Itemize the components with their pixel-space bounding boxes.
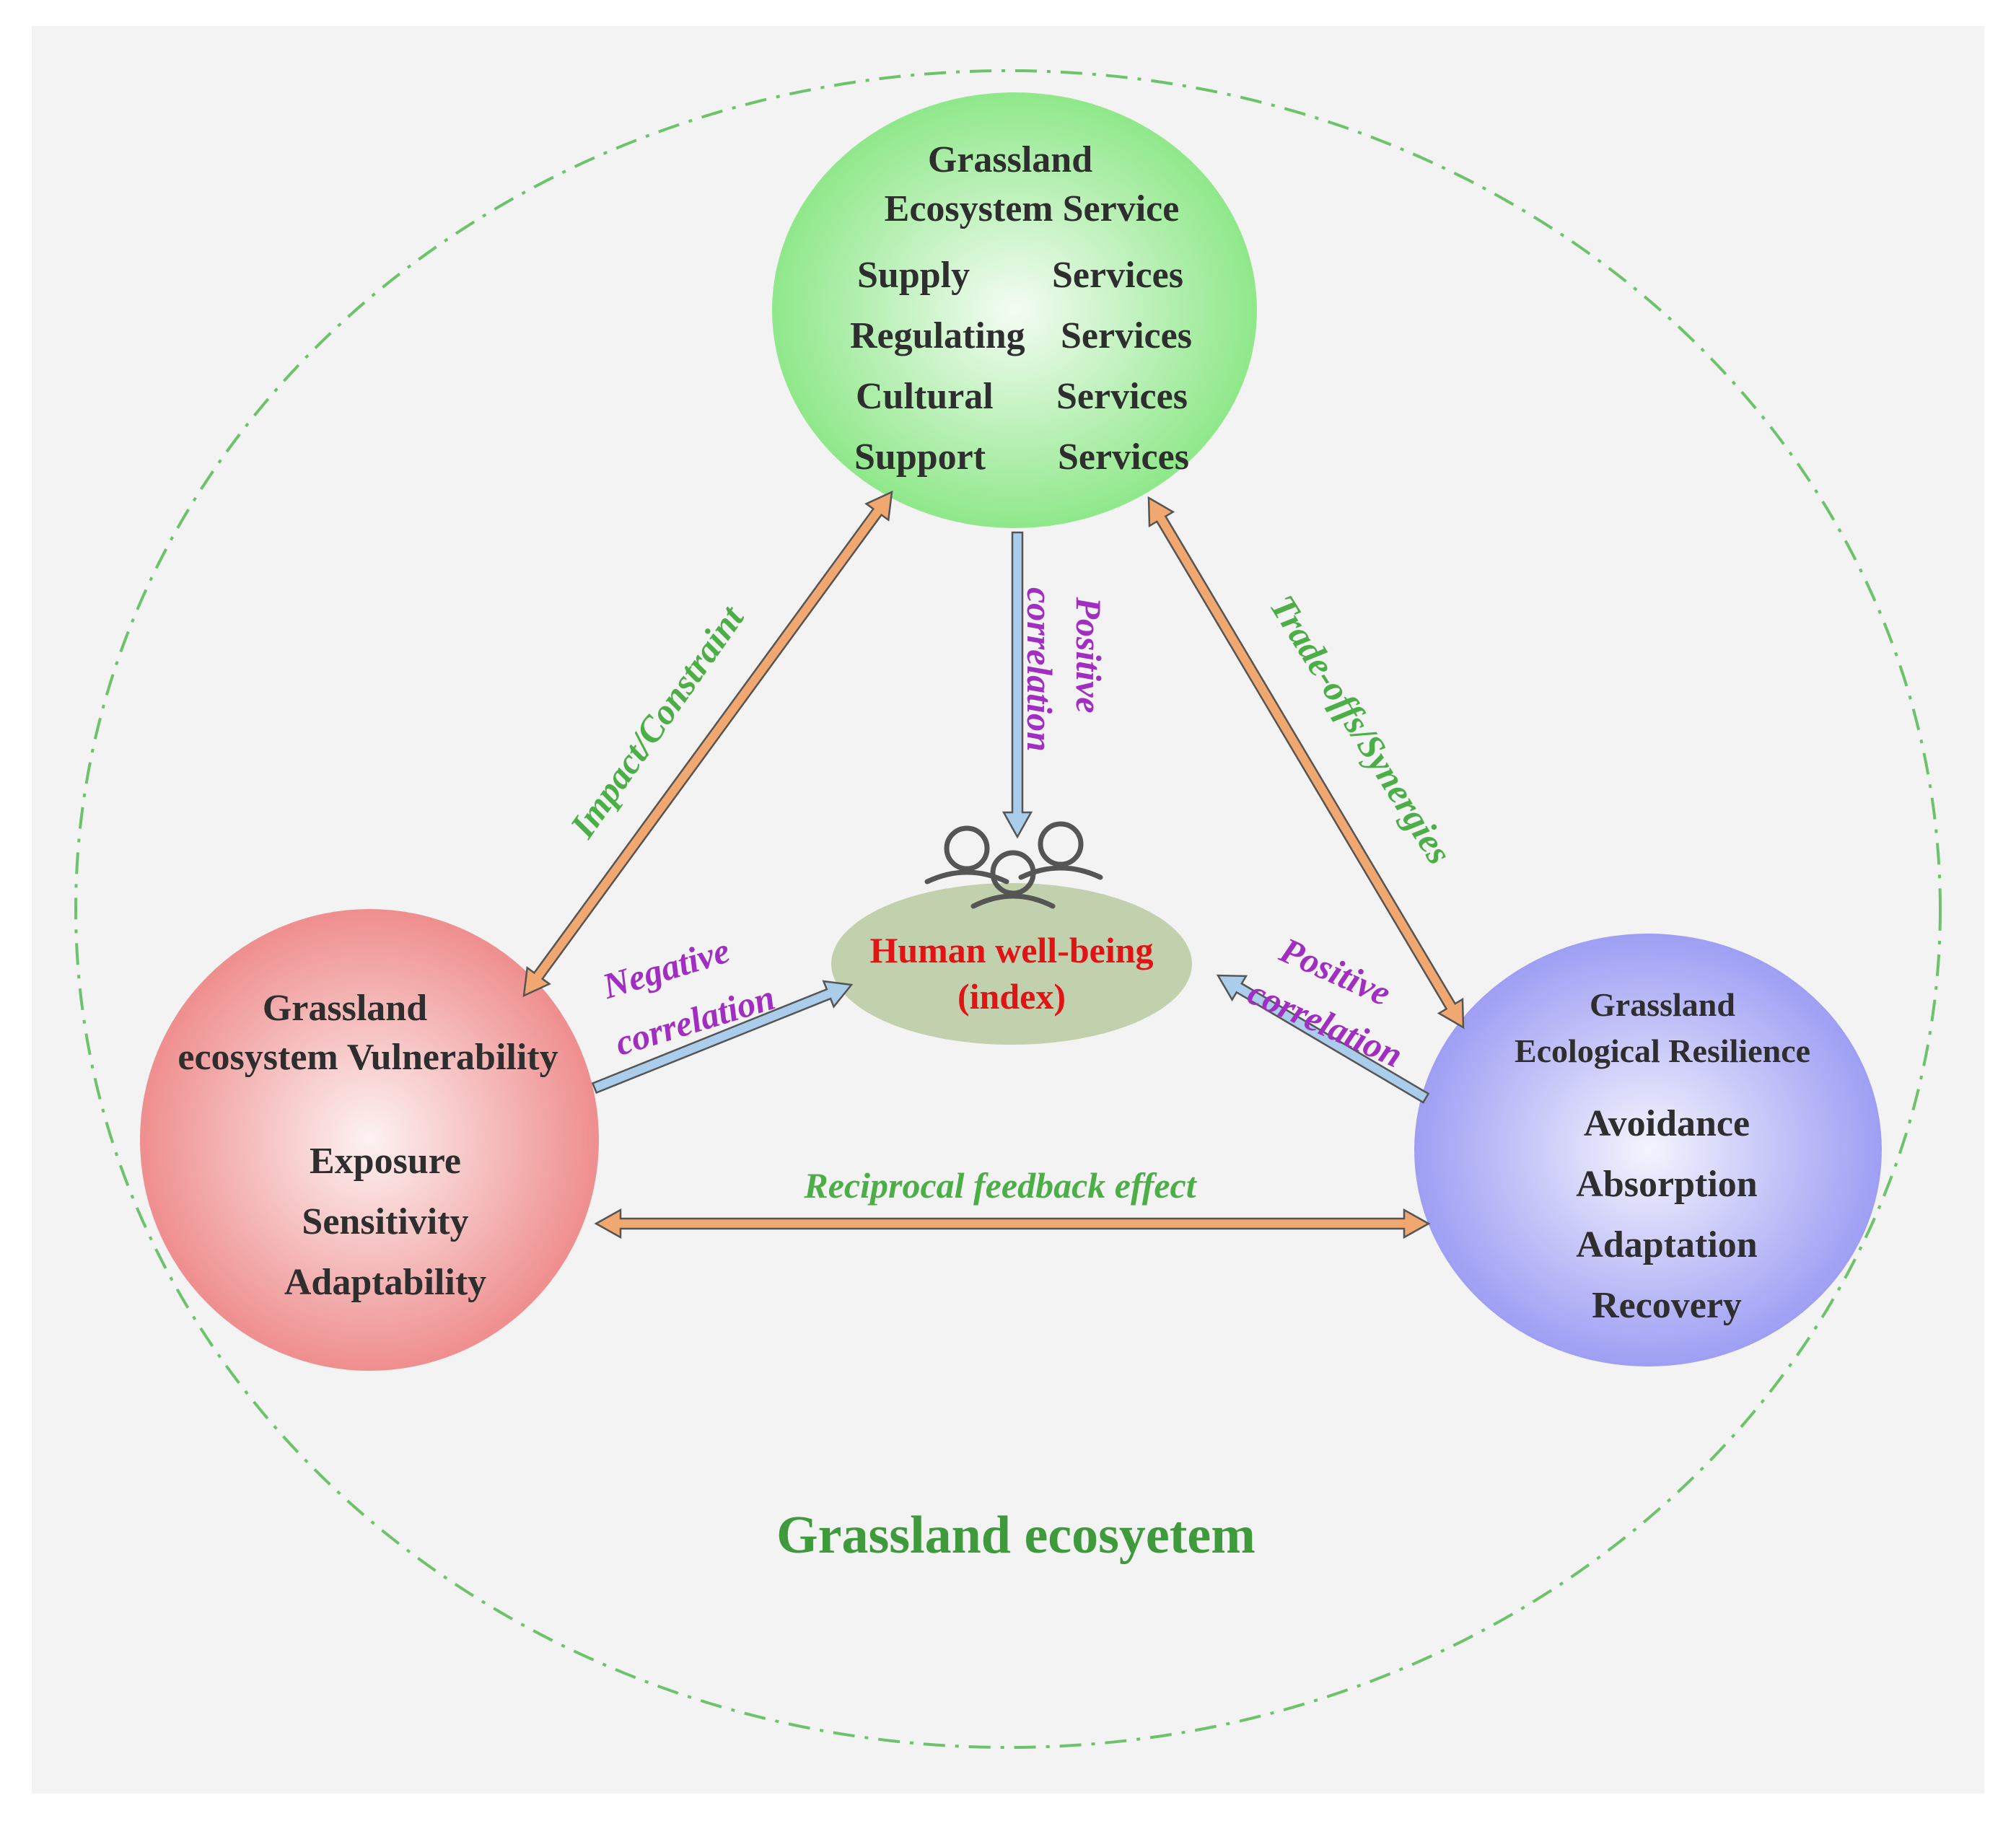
service-item-regulating-left: Regulating [850,315,1025,356]
human-wellbeing-index: (index) [957,976,1066,1017]
ecosystem-service-circle [772,92,1257,528]
service-human-positive-line1: Positive [1069,596,1109,713]
resilience-item-avoidance: Avoidance [1584,1103,1750,1144]
vulnerability-title-line2: ecosystem Vulnerability [178,1037,558,1078]
vulnerability-node-text: Grassland ecosystem Vulnerability Exposu… [178,988,558,1303]
resilience-item-recovery: Recovery [1592,1285,1742,1326]
resilience-to-human-arrow [1216,974,1430,1104]
vulnerability-circle [140,909,599,1371]
people-group-icon [924,821,1103,909]
ecosystem-boundary [74,69,1942,1749]
resilience-circle [1414,934,1882,1366]
service-title-line2: Ecosystem Service [885,188,1180,229]
reciprocal-feedback-label: Reciprocal feedback effect [803,1165,1197,1206]
service-title-line1: Grassland [928,139,1092,180]
service-item-cultural-right: Services [1056,376,1188,417]
service-item-support-left: Support [854,436,986,478]
service-item-support-right: Services [1058,436,1189,478]
service-item-supply-right: Services [1052,255,1183,296]
reciprocal-feedback-arrow [594,1208,1431,1239]
human-wellbeing-ellipse [831,883,1192,1045]
grassland-ecosystem-label: Grassland ecosyetem [776,1506,1255,1565]
resilience-title-line2: Ecological Resilience [1515,1032,1810,1069]
service-item-cultural-left: Cultural [856,376,994,417]
relation-arrows [522,490,1465,1239]
service-item-regulating-right: Services [1061,315,1192,356]
service-node-text: Grassland Ecosystem Service Supply Servi… [850,139,1192,478]
service-item-supply-left: Supply [857,255,970,296]
vulnerability-item-exposure: Exposure [310,1141,461,1182]
vulnerability-title-line1: Grassland [263,988,427,1029]
vulnerability-to-human-arrow [591,980,854,1094]
resilience-node-text: Grassland Ecological Resilience Avoidanc… [1515,986,1810,1326]
tradeoffs-synergies-arrow [1147,496,1465,1030]
resilience-item-absorption: Absorption [1576,1164,1757,1205]
service-to-human-arrow [1002,531,1033,839]
vulnerability-item-adaptability: Adaptability [284,1262,486,1303]
resilience-item-adaptation: Adaptation [1576,1224,1757,1265]
resilience-title-line1: Grassland [1590,986,1735,1023]
vulnerability-item-sensitivity: Sensitivity [302,1201,468,1242]
service-human-positive-line2: correlation [1020,587,1060,752]
impact-constraint-arrow [522,490,893,998]
human-wellbeing-label: Human well-being [869,930,1153,970]
